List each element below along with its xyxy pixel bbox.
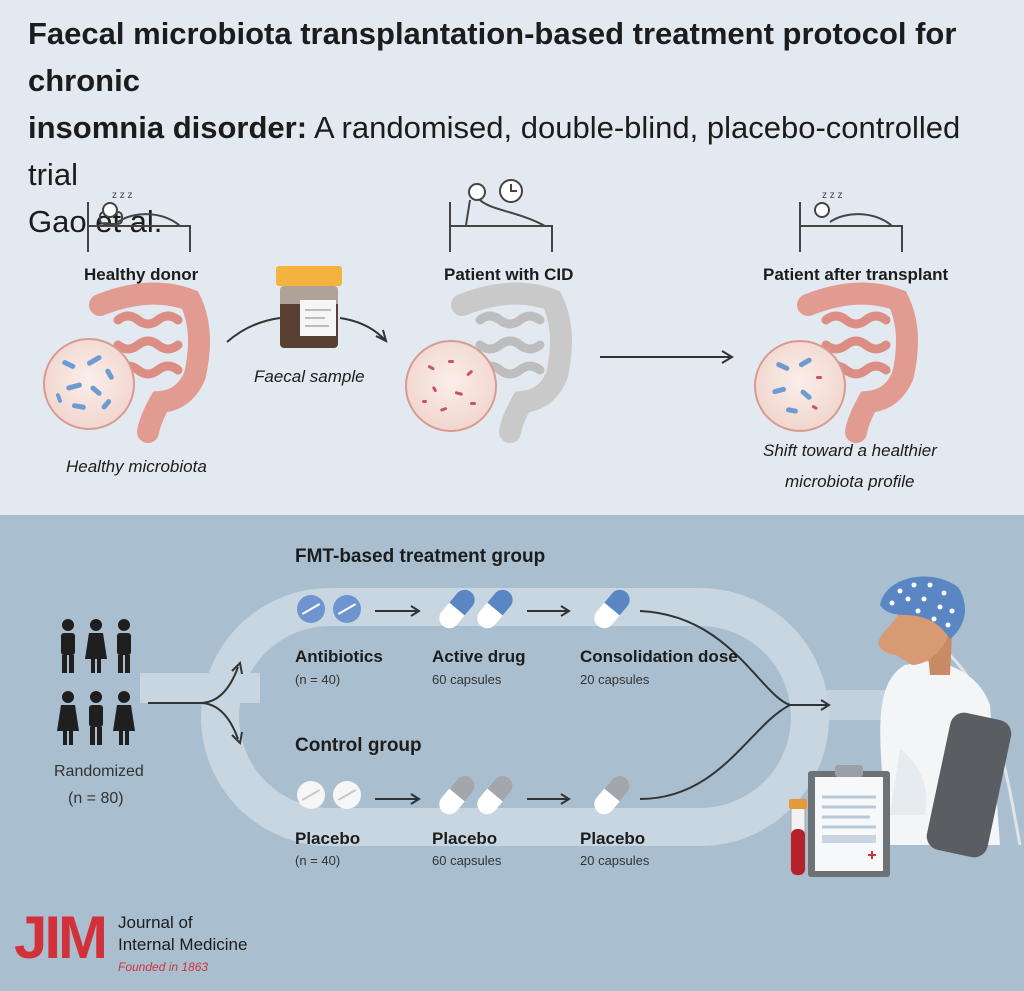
randomized-label: Randomized: [54, 763, 144, 780]
step-arrows-icon: [375, 605, 831, 805]
journal-name-line2: Internal Medicine: [118, 935, 248, 954]
fmt-step-1-label: Antibiotics: [295, 647, 383, 666]
clipboard-icon: [808, 765, 890, 877]
patient-label: Patient with CID: [444, 265, 574, 284]
active-capsules-icon: [439, 589, 513, 629]
sleeping-patient-icon: z z z: [799, 190, 903, 252]
restored-gut-icon: [797, 282, 918, 443]
randomized-n: (n = 80): [68, 790, 124, 807]
consolidation-capsule-icon: [594, 589, 630, 629]
fmt-step-3-label: Consolidation dose: [580, 647, 738, 666]
donor-label: Healthy donor: [84, 265, 199, 284]
placebo-consolidation-capsule-icon: [594, 775, 630, 815]
sleeping-donor-icon: z z z: [87, 190, 191, 252]
top-illustration: z z z z z z: [43, 179, 918, 443]
participants-icon: [57, 619, 135, 745]
after-label: Patient after transplant: [763, 265, 949, 284]
fmt-group-title: FMT-based treatment group: [295, 546, 546, 567]
after-caption-line1: Shift toward a healthier: [763, 441, 937, 460]
transfer-arrow-icon: [226, 317, 388, 343]
authors: Gao et al.: [28, 204, 163, 239]
figure-title: Faecal microbiota transplantation-based …: [28, 10, 1008, 245]
control-step-1-sub: (n = 40): [295, 853, 341, 868]
placebo-capsules-icon: [439, 775, 513, 815]
journal-founded: Founded in 1863: [118, 960, 209, 974]
title-rest: A randomised, double-blind, placebo-cont…: [28, 110, 961, 192]
progress-arrow-icon: [600, 350, 734, 364]
journal-name-line1: Journal of: [118, 913, 193, 932]
fmt-step-1-sub: (n = 40): [295, 672, 341, 687]
control-step-2-sub: 60 capsules: [432, 853, 502, 868]
faecal-sample-jar-icon: [276, 266, 342, 348]
control-step-3-sub: 20 capsules: [580, 853, 650, 868]
study-track: [201, 588, 829, 846]
patient-eeg-illustration: [878, 576, 1022, 858]
antibiotic-tablets-icon: [297, 595, 361, 623]
title-bold-line1: Faecal microbiota transplantation-based …: [28, 16, 957, 98]
control-step-1-label: Placebo: [295, 829, 361, 848]
blood-tube-icon: [789, 799, 807, 876]
clock-icon: [499, 179, 523, 203]
placebo-tablets-icon: [297, 781, 361, 809]
healthy-microbiota-dish-icon: [43, 338, 135, 430]
sample-label: Faecal sample: [254, 367, 365, 386]
fmt-step-2-label: Active drug: [432, 647, 526, 666]
control-step-3-label: Placebo: [580, 829, 646, 848]
cid-microbiota-dish-icon: [405, 340, 497, 432]
bottom-illustration: [57, 576, 1022, 877]
journal-logo: JIM: [14, 904, 108, 971]
svg-text:z z z: z z z: [822, 190, 843, 201]
control-step-2-label: Placebo: [432, 829, 498, 848]
fmt-step-3-sub: 20 capsules: [580, 672, 650, 687]
donor-caption: Healthy microbiota: [66, 457, 207, 476]
after-caption-line2: microbiota profile: [785, 472, 915, 491]
branch-arrows-icon: [148, 660, 243, 746]
awake-patient-icon: [449, 183, 553, 252]
cid-gut-icon: [451, 282, 572, 443]
control-group-title: Control group: [295, 735, 422, 756]
restored-microbiota-dish-icon: [754, 340, 846, 432]
fmt-step-2-sub: 60 capsules: [432, 672, 502, 687]
svg-text:z z z: z z z: [112, 190, 133, 201]
title-bold-line2: insomnia disorder:: [28, 110, 308, 145]
